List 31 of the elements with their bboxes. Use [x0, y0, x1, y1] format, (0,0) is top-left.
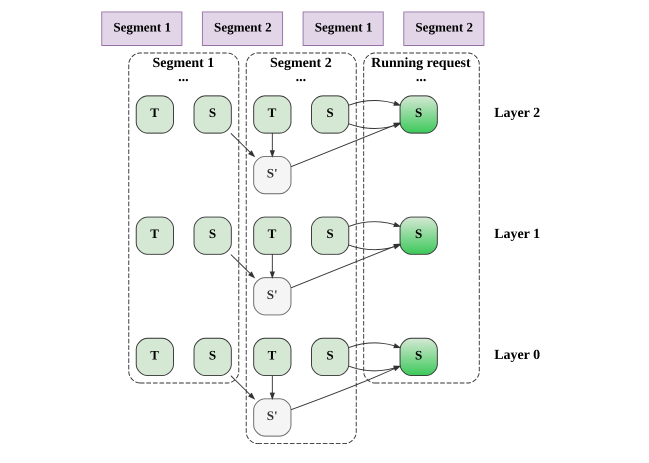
label: Layer 0 [494, 348, 540, 364]
node-box: S' [252, 277, 291, 316]
node-box: S [399, 216, 438, 255]
node-box: S' [252, 156, 291, 194]
node-box: Segment 2 [201, 12, 283, 46]
node-box: T [135, 216, 174, 255]
arrow [230, 254, 255, 279]
node-box: T [252, 216, 291, 255]
node-box: Segment 1 [100, 12, 182, 46]
node-box: T [135, 338, 174, 376]
arrow [269, 254, 274, 279]
label: Layer 2 [494, 106, 540, 121]
node-box: Segment 2 [402, 12, 484, 46]
node-box: S [193, 216, 232, 255]
node-box: T [252, 95, 291, 134]
arrow [230, 375, 255, 400]
arrow [230, 132, 255, 158]
node-box: T [252, 338, 291, 376]
node-box: S' [252, 398, 291, 437]
node-box: S [399, 95, 438, 134]
node-box: Segment 1 [302, 12, 384, 46]
arrow [269, 375, 274, 400]
node-box: S [310, 95, 349, 134]
arrow [269, 132, 274, 158]
label: Layer 1 [494, 227, 540, 242]
node-box: S [399, 338, 438, 376]
node-box: S [193, 95, 232, 134]
node-box: T [135, 95, 174, 134]
node-box: S [310, 216, 349, 255]
node-box: S [310, 338, 349, 376]
node-box: S [193, 338, 232, 376]
